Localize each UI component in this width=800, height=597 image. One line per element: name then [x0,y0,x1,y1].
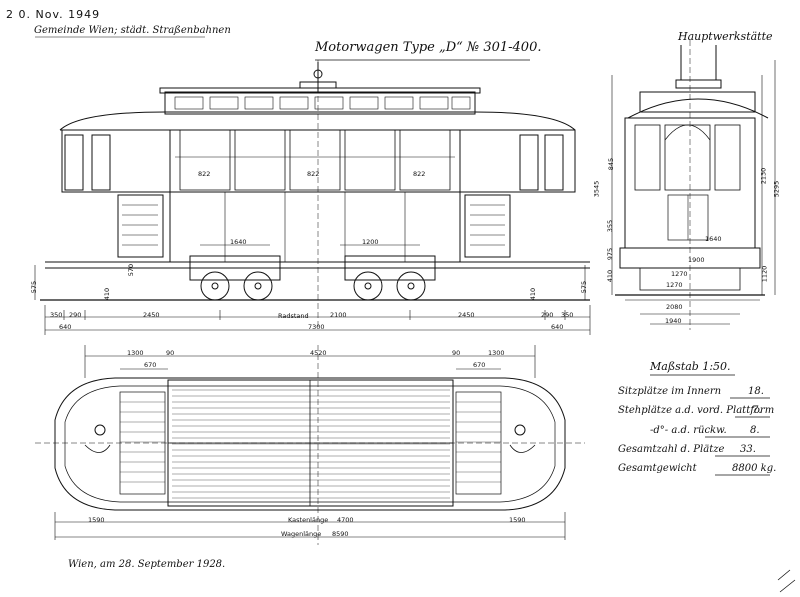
dim-label: 2450 [458,311,475,319]
dim-label: 90 [452,349,461,357]
dim-label: 2450 [143,311,160,319]
dim-label: 822 [198,170,211,178]
roof-lantern [164,91,476,115]
spec-value: 8. [750,425,760,436]
dim-label: 1640 [230,238,247,246]
dim-label: 670 [473,361,486,369]
dim-label: 8590 [332,530,349,538]
front-elevation [611,40,776,330]
dim-label: 2080 [666,303,683,311]
view-label: Hauptwerkstätte [678,30,773,43]
dim-label: 4520 [310,349,327,357]
plan-view [35,345,585,545]
dim-label: 1270 [666,281,683,289]
date-signature: Wien, am 28. September 1928. [68,559,226,570]
spec-value: 7. [752,405,762,416]
spec-label: -d°- a.d. rückw. [650,425,727,436]
dim-label: 350 [50,311,63,319]
dim-label: 1940 [665,317,682,325]
drawing-title: Motorwagen Type „D“ № 301-400. [315,40,542,55]
spec-value: 33. [740,444,756,455]
dim-label: Kastenlänge [288,516,329,524]
dim-label: 1300 [127,349,144,357]
dim-label: 640 [59,323,72,331]
dim-label: 2100 [330,311,347,319]
corner-mark [777,569,796,593]
dim-label: Wagenlänge [281,530,322,538]
spec-label: Sitzplätze im Innern [618,386,722,397]
dim-label: 4700 [337,516,354,524]
dim-label: 1640 [705,235,722,243]
spec-value: 8800 kg. [732,463,777,474]
dim-label: 350 [561,311,574,319]
dim-label: 1270 [671,270,688,278]
municipality-label: Gemeinde Wien; städt. Straßenbahnen [34,25,231,36]
dim-label: 822 [413,170,426,178]
dim-label: 1590 [88,516,105,524]
spec-underlines [650,374,770,476]
spec-label: Gesamtgewicht [618,463,697,474]
dim-label: Radstand [278,312,309,320]
dim-label: 1300 [488,349,505,357]
dim-label: 1200 [362,238,379,246]
side-elevation [34,60,591,335]
dim-label: 822 [307,170,320,178]
received-stamp: 2 0. Nov. 1949 [6,8,101,21]
dim-label: 90 [166,349,175,357]
dim-label: 640 [551,323,564,331]
dim-label: 290 [69,311,82,319]
spec-value: 18. [748,386,764,397]
dim-label: 7300 [308,323,325,331]
spec-label: Stehplätze a.d. vord. Plattform [618,405,775,416]
dim-label: 1900 [688,256,705,264]
spec-label: Gesamtzahl d. Plätze [618,444,725,455]
dim-label: 1590 [509,516,526,524]
dim-label: 290 [541,311,554,319]
dim-label: 670 [144,361,157,369]
scale-label: Maßstab 1:50. [650,360,731,373]
